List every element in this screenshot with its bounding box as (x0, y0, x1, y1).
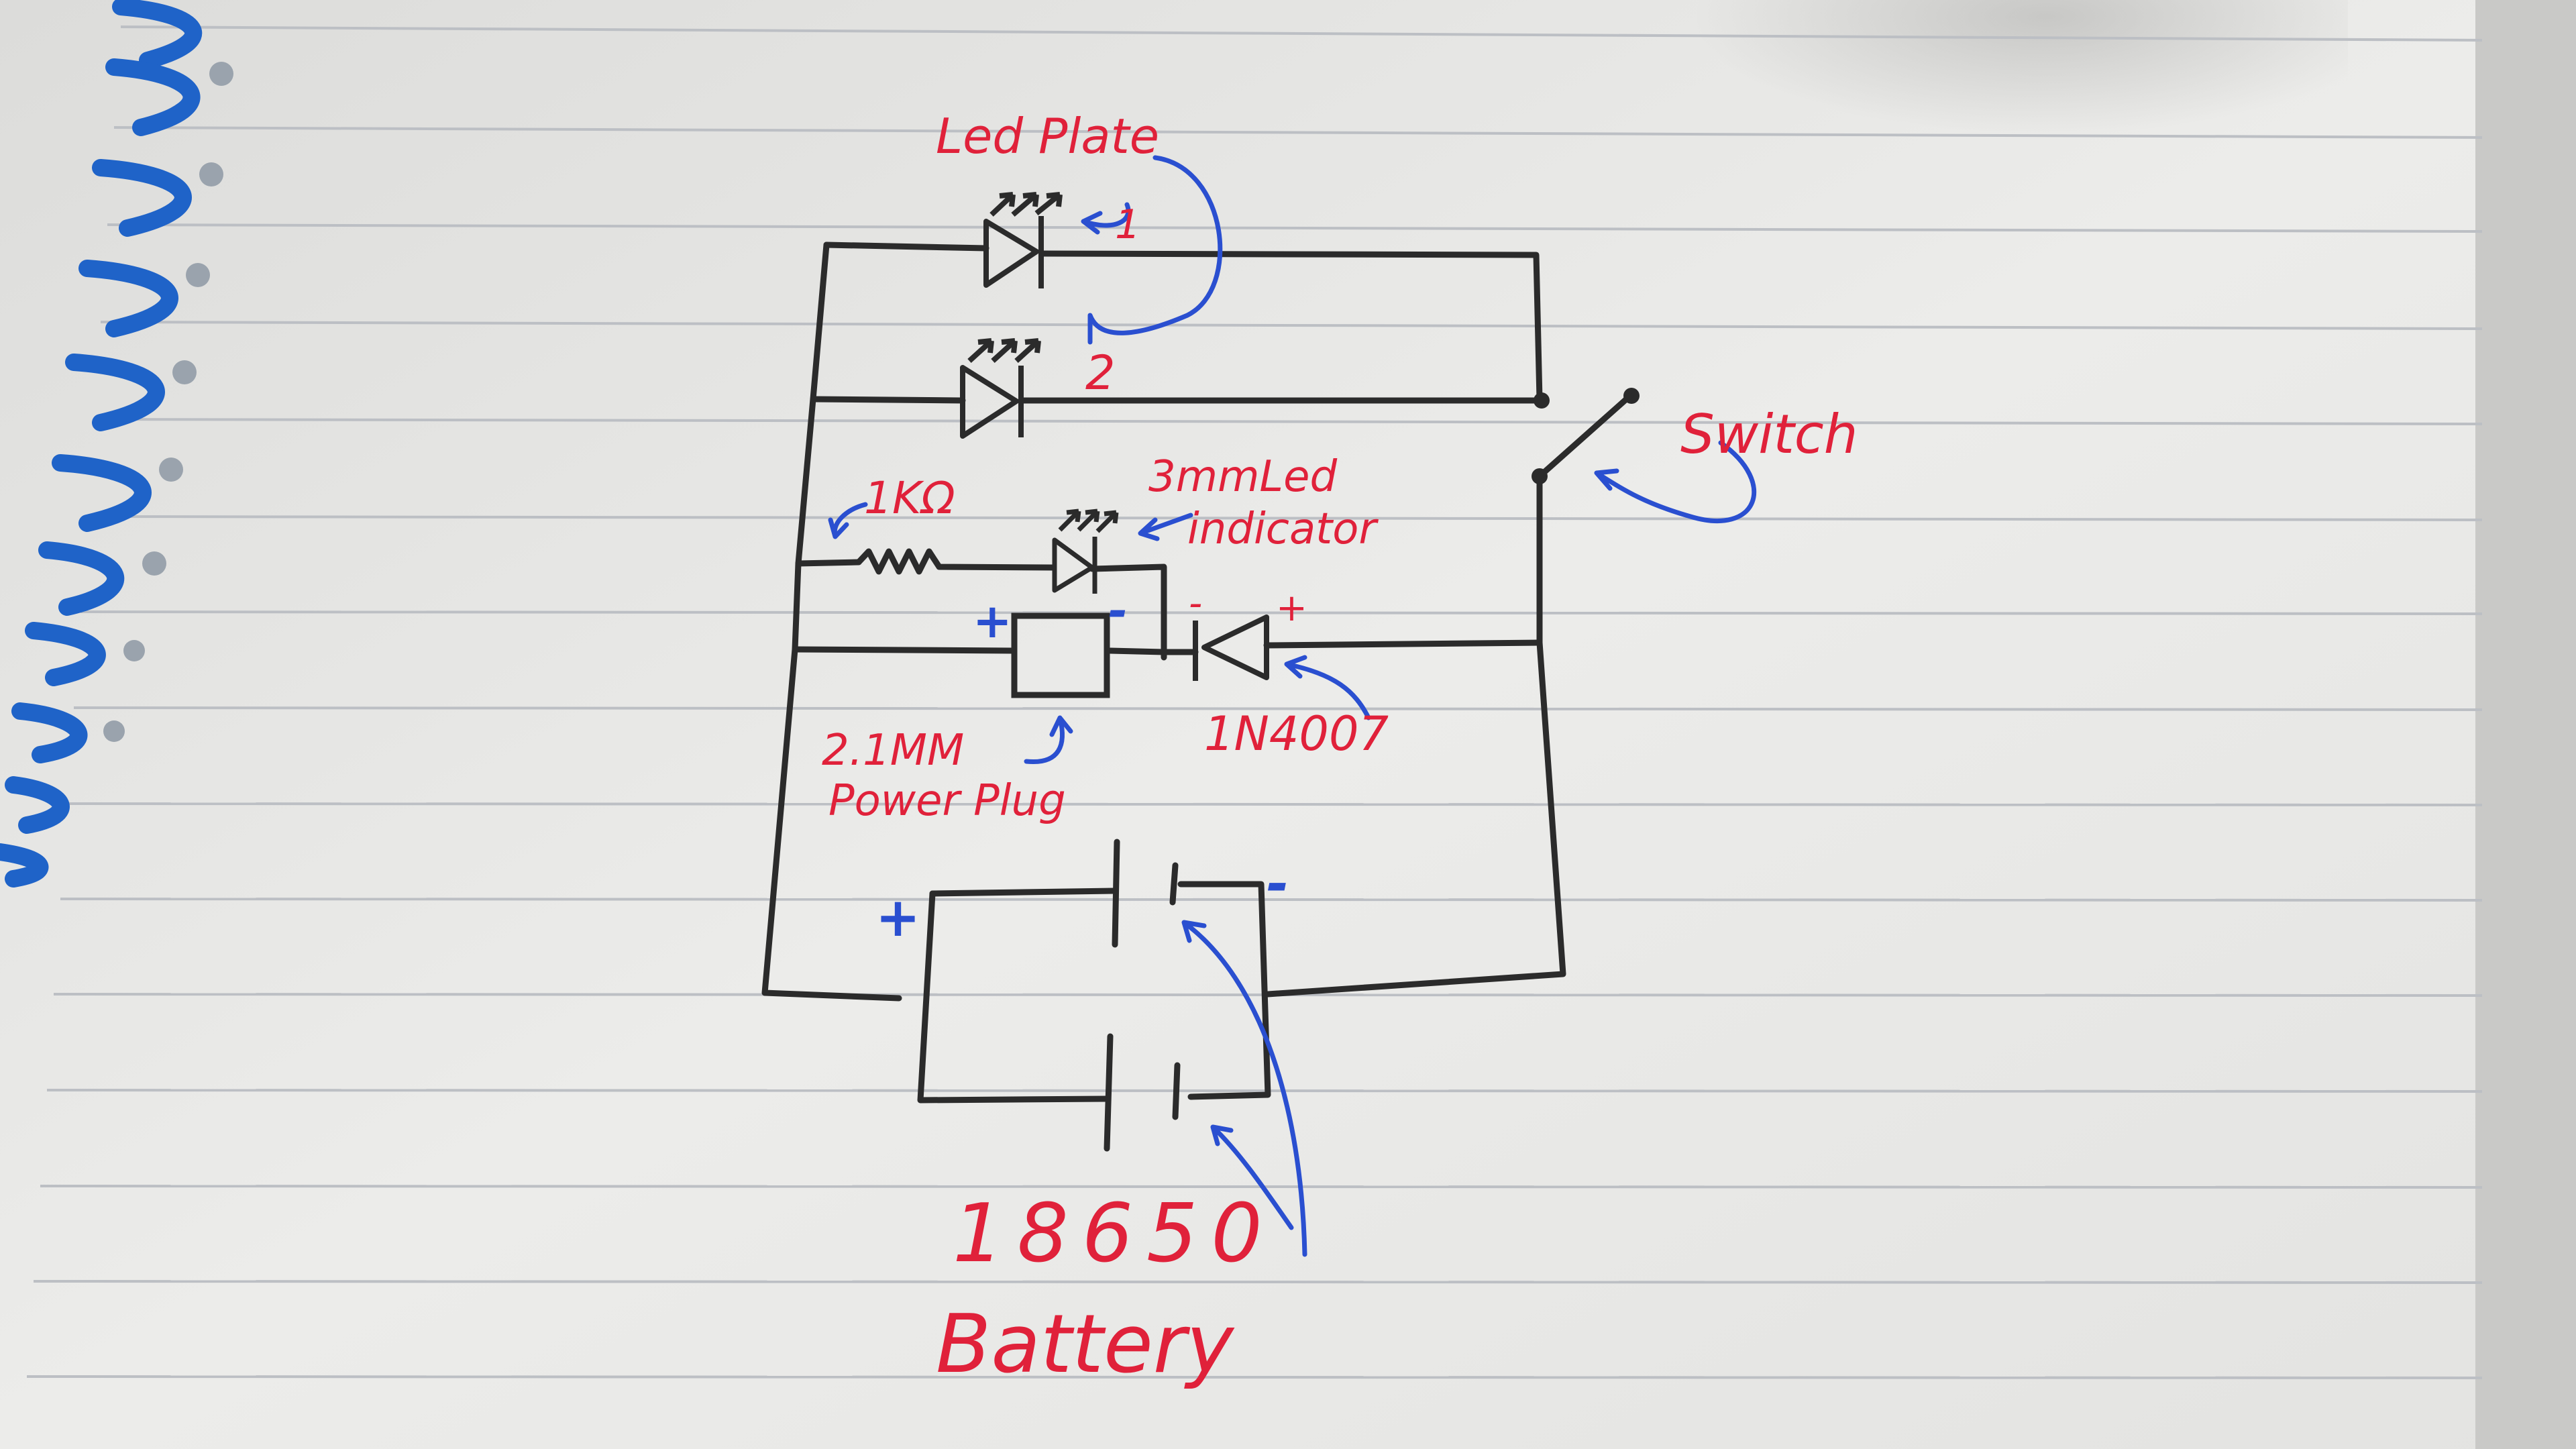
label-indicator-2: indicator (1187, 504, 1379, 554)
label-led-2: 2 (1085, 345, 1116, 400)
spiral-binding (0, 0, 203, 888)
led-2-symbol (960, 338, 1041, 439)
battery-cells (1104, 839, 1181, 1152)
label-diode-minus: - (1189, 582, 1202, 625)
label-indicator-1: 3mmLed (1148, 452, 1337, 502)
label-resistor: 1KΩ (864, 472, 955, 524)
table-edge (2475, 0, 2576, 1449)
diode-symbol (1193, 614, 1269, 681)
label-battery-2: Battery (936, 1298, 1235, 1391)
label-jack-plus: + (973, 594, 1012, 649)
led-1-symbol (983, 192, 1063, 288)
label-plug-1: 2.1MM (822, 726, 964, 775)
spiral-holes (103, 62, 233, 742)
annotation-arrows (828, 155, 1757, 1257)
label-led-1: 1 (1115, 201, 1140, 248)
label-jack-minus: - (1108, 584, 1128, 639)
hand-shadow (1342, 0, 2348, 335)
label-plug-2: Power Plug (828, 776, 1066, 826)
label-diode-plus: + (1276, 586, 1307, 630)
power-jack-symbol (1011, 612, 1110, 698)
label-switch: Switch (1680, 403, 1858, 466)
label-diode-part: 1N4007 (1204, 706, 1389, 761)
switch-lever (1536, 392, 1633, 480)
indicator-led-symbol (1052, 508, 1119, 594)
circuit-wires (761, 241, 1566, 1104)
label-battery-1: 18650 (953, 1187, 1276, 1281)
label-battery-minus: - (1267, 853, 1289, 915)
label-led-plate: Led Plate (936, 108, 1159, 164)
label-battery-plus: + (875, 886, 920, 949)
